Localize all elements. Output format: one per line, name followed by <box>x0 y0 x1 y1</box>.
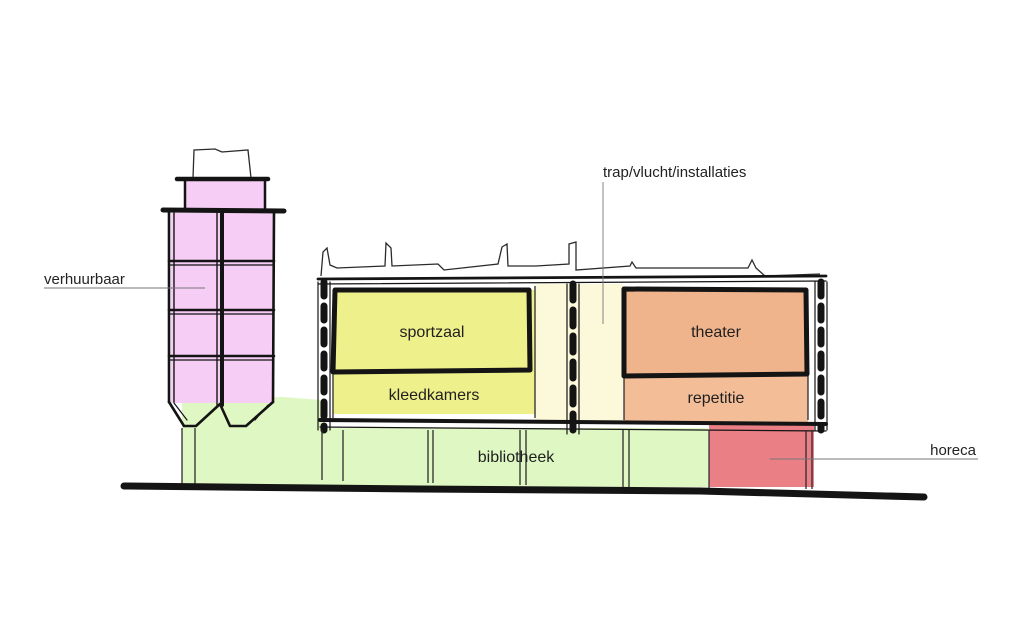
rental-label: verhuurbaar <box>44 271 125 288</box>
main-building <box>316 241 828 489</box>
stairs-label: trap/vlucht/installaties <box>603 164 746 181</box>
rental-top-zone <box>186 181 265 210</box>
library-zone <box>182 397 708 487</box>
changing-rooms-label: kleedkamers <box>389 387 480 404</box>
leader-lines <box>44 182 978 460</box>
hospitality-zone <box>709 424 814 487</box>
hospitality-label: horeca <box>930 442 977 459</box>
theater-label: theater <box>691 324 741 341</box>
ground-line <box>120 482 928 501</box>
tower <box>160 148 287 487</box>
rehearsal-label: repetitie <box>688 390 745 407</box>
sports-hall-label: sportzaal <box>400 324 465 341</box>
sports-zone <box>333 290 535 414</box>
rehearsal-zone <box>624 376 808 424</box>
library-label: bibliotheek <box>478 449 556 466</box>
theater-zone <box>624 290 808 378</box>
